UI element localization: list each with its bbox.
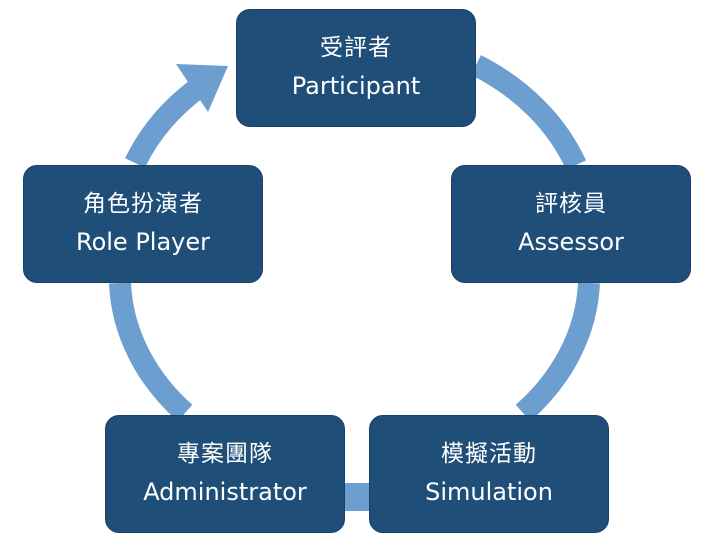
connector-simulation-administrator	[345, 483, 369, 511]
connector-role-player-participant	[125, 79, 205, 168]
node-assessor-en-label: Assessor	[518, 228, 624, 256]
node-simulation-en-label: Simulation	[425, 478, 553, 506]
node-participant-en-label: Participant	[291, 72, 421, 100]
node-administrator: 專案團隊 Administrator	[105, 415, 345, 533]
connector-assessor-simulation	[515, 282, 600, 422]
node-simulation-zh-label: 模擬活動	[441, 441, 537, 467]
node-administrator-zh-label: 專案團隊	[177, 441, 273, 467]
node-role-player-zh-label: 角色扮演者	[83, 191, 203, 217]
node-participant: 受評者 Participant	[236, 9, 476, 127]
node-participant-zh-label: 受評者	[320, 35, 392, 61]
node-simulation: 模擬活動 Simulation	[369, 415, 609, 533]
connector-participant-assessor	[470, 55, 587, 170]
node-role-player-en-label: Role Player	[75, 228, 211, 256]
node-assessor: 評核員 Assessor	[451, 165, 691, 283]
node-role-player: 角色扮演者 Role Player	[23, 165, 263, 283]
node-assessor-zh-label: 評核員	[535, 191, 607, 217]
arrowhead-to-participant	[176, 64, 228, 112]
connector-administrator-role-player	[109, 282, 193, 422]
node-administrator-en-label: Administrator	[143, 478, 307, 506]
